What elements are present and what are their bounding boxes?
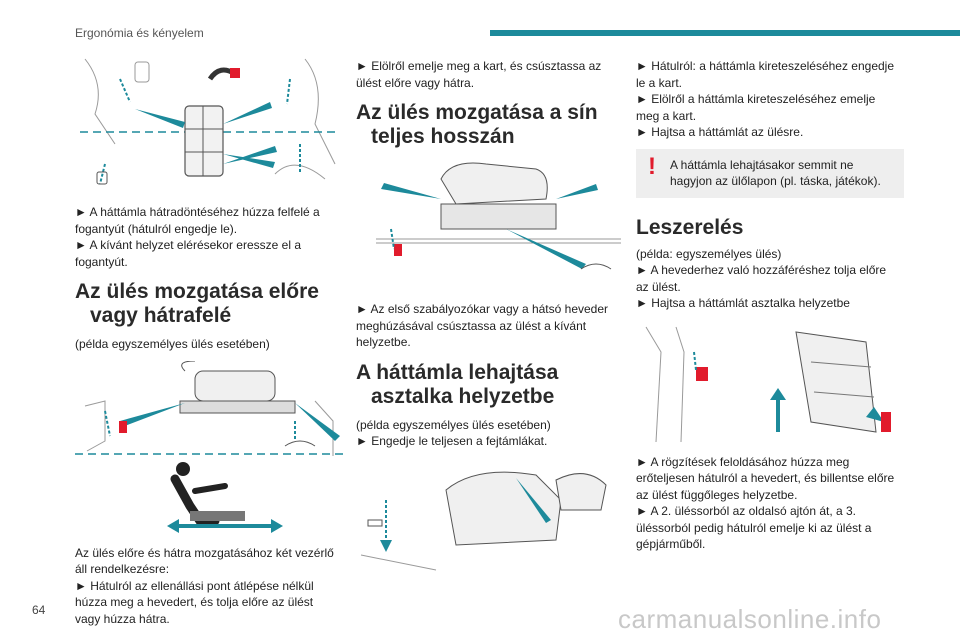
illustration-seat-tilt: [636, 321, 904, 444]
heading-fold-line-2: asztalka helyzetbe: [371, 384, 555, 408]
text-controls-2: áll rendelkezésre:: [75, 562, 170, 576]
heading-rail-line-1: Az ülés mozgatása a sín: [356, 101, 598, 124]
text-unlock-3: ► Elölről a háttámla kireteszeléséhez em…: [636, 92, 876, 106]
column-2: ► Elölről emelje meg a kart, és csúsztas…: [356, 40, 624, 584]
text-removal-2: ► A hevederhez való hozzáféréshez tolja …: [636, 263, 887, 277]
text-recline-3: ► A kívánt helyzet elérésekor eressze el…: [75, 238, 301, 252]
text-controls-1: Az ülés előre és hátra mozgatásához két …: [75, 545, 334, 560]
text-controls-4: húzza meg a hevedert, és tolja előre az …: [75, 595, 314, 609]
text-recline-2: fogantyút (hátulról engedje le).: [75, 221, 238, 236]
text-unlock-1: ► Hátulról: a háttámla kireteszeléséhez …: [636, 59, 895, 73]
text-release-4: ► A 2. üléssorból az oldalsó ajtón át, a…: [636, 504, 857, 518]
text-unlock-4: meg a kart.: [636, 108, 697, 123]
watermark-text: carmanualsonline.info: [618, 604, 882, 634]
text-release-1: ► A rögzítések feloldásához húzza meg: [636, 454, 850, 469]
text-lift-lever-2: ülést előre vagy hátra.: [356, 75, 475, 90]
warning-box: ! A háttámla lehajtásakor semmit ne hagy…: [636, 148, 904, 198]
heading-rail-length: Az ülés mozgatása a sín teljes hosszán: [356, 101, 624, 149]
text-release-3: az ülést függőleges helyzetbe.: [636, 487, 798, 502]
header-section-title: Ergonómia és kényelem: [75, 26, 204, 40]
illustration-headrest-lower: [356, 459, 624, 584]
text-removal-4: ► Hajtsa a háttámlát asztalka helyzetbe: [636, 296, 850, 310]
text-fold-2: ► Engedje le teljesen a fejtámlákat.: [356, 434, 548, 448]
text-unlock-5: ► Hajtsa a háttámlát az ülésre.: [636, 125, 804, 139]
text-recline-1: ► A háttámla hátradöntéséhez húzza felfe…: [75, 205, 320, 219]
text-controls-5: vagy húzza hátra.: [75, 611, 170, 626]
heading-fold-line-1: A háttámla lehajtása: [356, 360, 559, 384]
text-rail-1: ► Az első szabályozókar vagy a hátsó hev…: [356, 302, 609, 316]
text-rail-3: helyzetbe.: [356, 335, 411, 349]
text-removal-1: (példa: egyszemélyes ülés): [636, 246, 782, 261]
heading-rail-line-2: teljes hosszán: [371, 125, 515, 148]
illustration-backrest-recline: [75, 54, 343, 194]
text-removal-3: az ülést.: [636, 279, 681, 294]
text-release-2: erőteljesen hátulról a hevedert, és bill…: [636, 471, 895, 485]
warning-text-2: hagyjon az ülőlapon (pl. táska, játékok)…: [670, 174, 881, 188]
text-rail-2: meghúzásával csúsztassa az ülést a kíván…: [356, 318, 587, 333]
text-lift-lever-1: ► Elölről emelje meg a kart, és csúsztas…: [356, 59, 602, 73]
column-1: ► A háttámla hátradöntéséhez húzza felfe…: [75, 40, 343, 627]
text-unlock-2: le a kart.: [636, 75, 683, 90]
illustration-rail-slide: [356, 159, 624, 287]
text-example-single-seat: (példa egyszemélyes ülés esetében): [75, 337, 270, 351]
illustration-seat-slide: [75, 360, 343, 541]
text-controls-3: ► Hátulról az ellenállási pont átlépése …: [75, 578, 314, 593]
text-release-6: gépjárműből.: [636, 537, 706, 551]
column-3: ► Hátulról: a háttámla kireteszeléséhez …: [636, 40, 904, 553]
heading-fold-table: A háttámla lehajtása asztalka helyzetbe: [356, 361, 624, 409]
warning-text-1: A háttámla lehajtásakor semmit ne: [670, 157, 854, 172]
warning-icon: !: [648, 152, 656, 180]
text-fold-1: (példa egyszemélyes ülés esetében): [356, 417, 551, 432]
header-accent-bar: [490, 30, 960, 36]
text-release-5: üléssorból pedig hátulról emelje ki az ü…: [636, 520, 872, 535]
page-number: 64: [32, 603, 46, 617]
heading-move-line-1: Az ülés mozgatása előre: [75, 280, 319, 303]
heading-move-line-2: vagy hátrafelé: [90, 304, 232, 327]
heading-move-forward-back: Az ülés mozgatása előre vagy hátrafelé: [75, 280, 343, 328]
text-recline-4: fogantyút.: [75, 254, 128, 269]
heading-removal: Leszerelés: [636, 215, 744, 239]
